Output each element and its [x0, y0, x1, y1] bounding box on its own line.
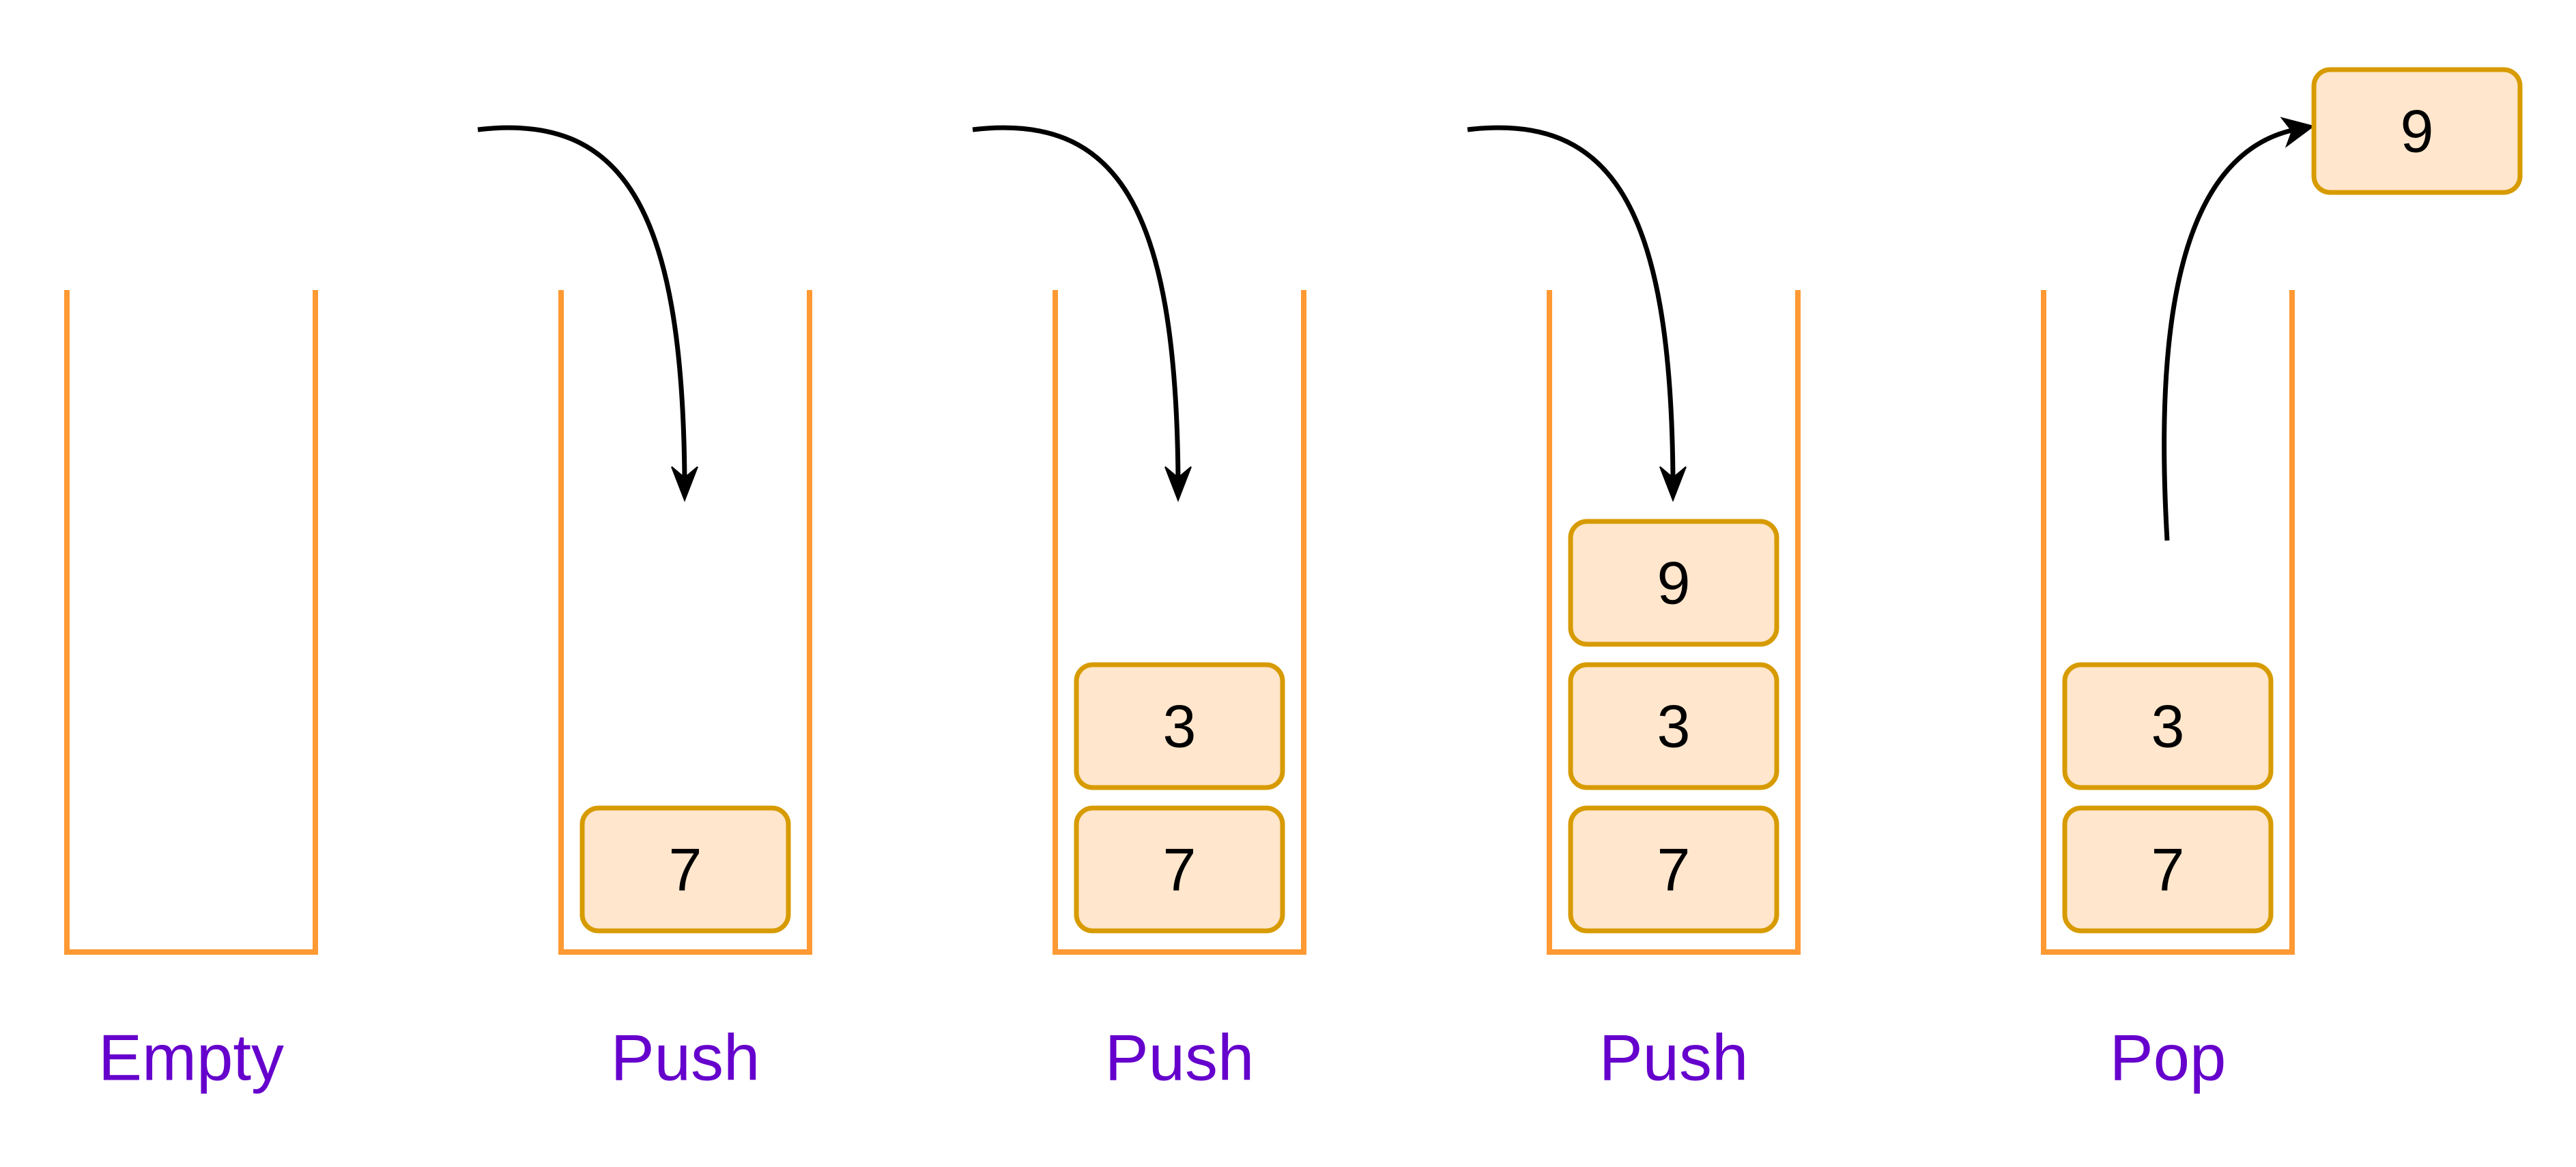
push-arrow-1: [477, 125, 698, 502]
stack-item-box: [1074, 805, 1285, 934]
stack-item-box: [1568, 662, 1779, 790]
arrows: [477, 117, 2315, 541]
popped-item: 9: [2311, 67, 2523, 195]
stack-item-box: [1568, 805, 1779, 934]
stack-label: Empty: [98, 1022, 284, 1095]
stack-item-box: [2062, 662, 2274, 790]
stack-item-box: [1074, 662, 1285, 790]
stack-item-value: 7: [1657, 836, 1691, 904]
stack-item-value: 7: [1163, 836, 1197, 904]
stack-container: [1053, 290, 1306, 955]
popped-item-box: [2311, 67, 2523, 195]
stack-container: [64, 290, 318, 955]
pop-arrow: [2162, 117, 2315, 541]
stack-container: [2041, 290, 2295, 955]
stack-item-box: [579, 805, 791, 934]
stack-label: Push: [611, 1022, 760, 1095]
stack-label: Push: [1599, 1022, 1749, 1095]
stack-item-box: [1568, 519, 1779, 647]
stack-item-value: 9: [1657, 549, 1691, 617]
arrowhead-icon: [2280, 117, 2315, 148]
popped-item-value: 9: [2401, 98, 2434, 165]
arrowhead-icon: [671, 466, 698, 502]
arrowhead-icon: [1164, 466, 1192, 502]
stack-container: [558, 290, 812, 955]
stack-label: Push: [1105, 1022, 1255, 1095]
stack-item-value: 3: [1657, 693, 1691, 760]
stack-item-value: 7: [669, 836, 702, 904]
stack-item-value: 7: [2151, 836, 2185, 904]
stack-item-value: 3: [1163, 693, 1197, 760]
stack-1: Empty: [64, 290, 318, 1095]
stack-item-box: [2062, 805, 2274, 934]
arrowhead-icon: [1659, 466, 1687, 502]
stack-item-value: 3: [2151, 693, 2185, 760]
push-arrow-2: [972, 125, 1192, 502]
push-arrow-3: [1467, 125, 1687, 502]
stack-container: [1547, 290, 1801, 955]
stack-label: Pop: [2110, 1022, 2227, 1095]
